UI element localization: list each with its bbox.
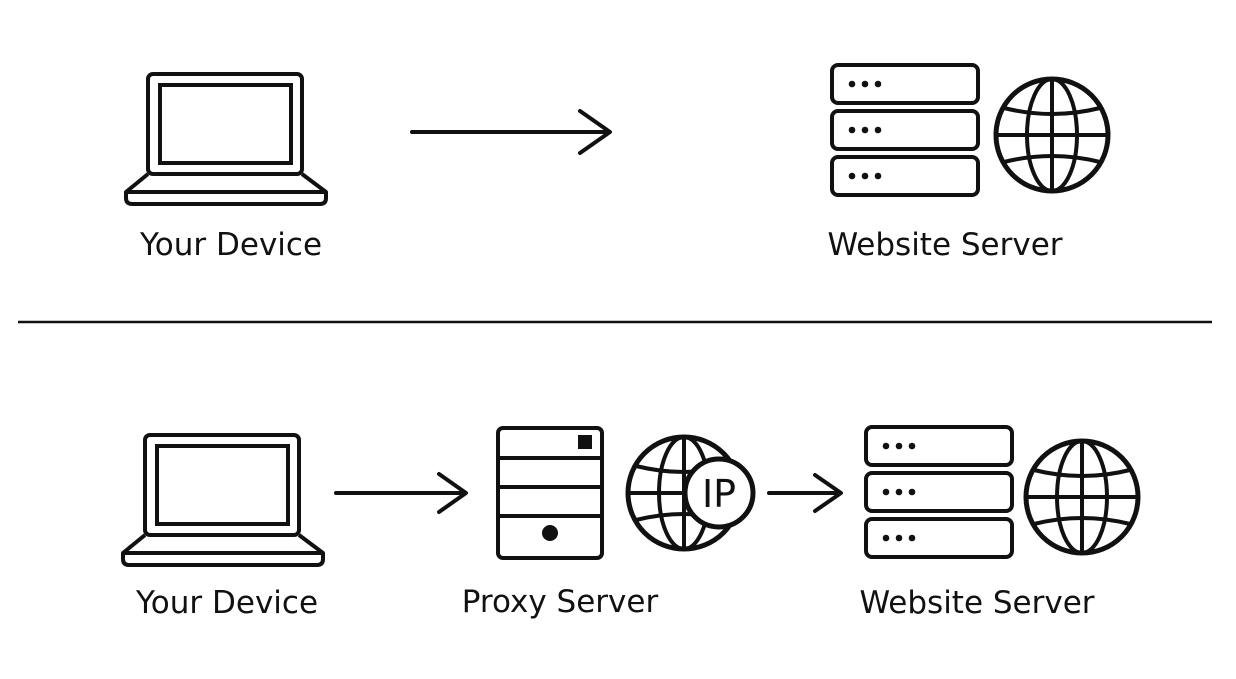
globe-icon — [1026, 441, 1138, 553]
proxy-server-label: Proxy Server — [461, 584, 659, 620]
ip-badge-text: IP — [702, 472, 736, 516]
bottom-device-label: Your Device — [135, 585, 319, 621]
bottom-server-label: Website Server — [859, 585, 1095, 621]
arrow-right-icon — [410, 109, 612, 155]
laptop-icon — [121, 433, 325, 567]
server-rack-icon — [830, 63, 980, 197]
arrow-right-icon — [334, 472, 468, 514]
ip-badge-icon: IP — [682, 456, 756, 530]
top-server-label: Website Server — [827, 227, 1063, 263]
laptop-icon — [124, 72, 328, 206]
server-rack-icon — [864, 425, 1014, 559]
proxy-server-icon — [496, 426, 604, 560]
top-device-label: Your Device — [139, 227, 323, 263]
arrow-right-icon — [767, 473, 843, 513]
globe-icon — [996, 79, 1108, 191]
